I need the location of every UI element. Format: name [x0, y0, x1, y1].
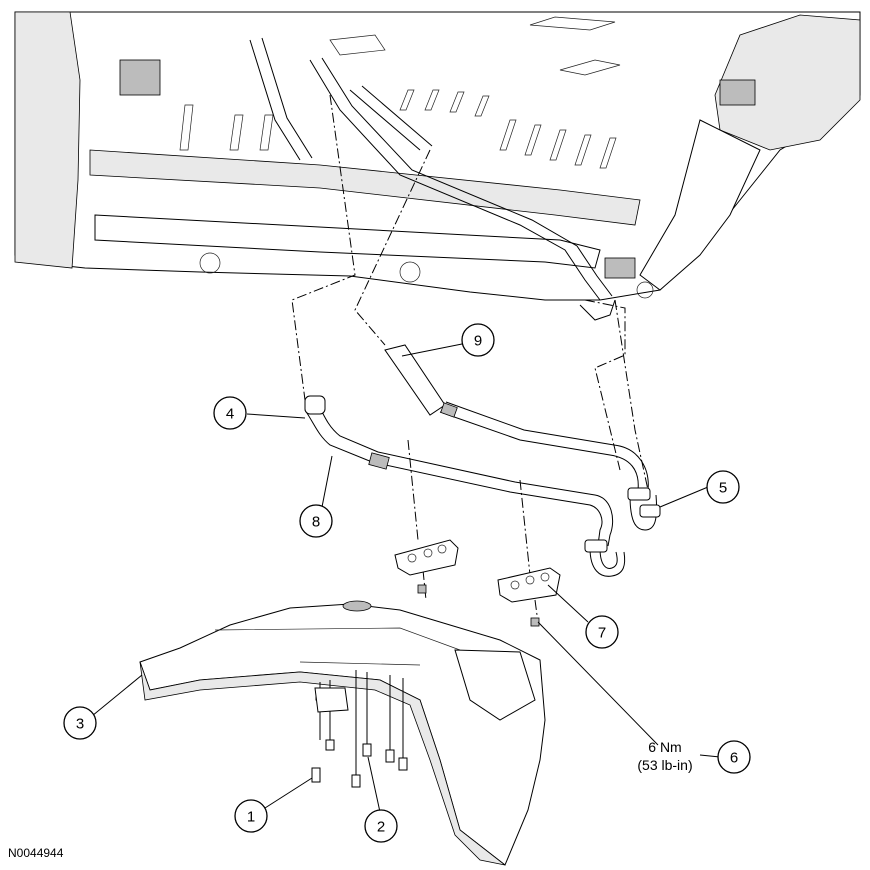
hose-bracket-left	[394, 539, 459, 594]
heater-hose-9	[384, 344, 661, 531]
vehicle-underbody	[14, 11, 861, 321]
callout-2: 2	[364, 809, 398, 843]
figure-id: N0044944	[8, 846, 64, 860]
heat-shield	[139, 600, 546, 866]
torque-spec-metric: 6 Nm	[648, 739, 681, 755]
callout-2-label: 2	[377, 819, 385, 836]
callout-8-label: 8	[312, 514, 320, 531]
callout-5: 5	[706, 470, 740, 504]
callout-7-label: 7	[598, 625, 606, 642]
callout-6: 6	[717, 740, 751, 774]
callout-6-label: 6	[730, 750, 738, 767]
torque-spec-imperial: (53 lb-in)	[637, 757, 692, 773]
hose-bracket-right	[497, 567, 561, 627]
callout-3-label: 3	[76, 716, 84, 733]
callout-3: 3	[63, 706, 97, 740]
callout-1: 1	[234, 799, 268, 833]
callout-4-label: 4	[226, 406, 234, 423]
callout-8: 8	[299, 504, 333, 538]
callout-leaders	[91, 343, 721, 813]
heater-hose-8	[304, 395, 626, 577]
callout-5-label: 5	[719, 480, 727, 497]
callout-9-label: 9	[474, 333, 482, 350]
fasteners	[311, 670, 408, 788]
torque-spec: 6 Nm (53 lb-in)	[637, 739, 692, 773]
assembly-dashed-lines	[291, 94, 649, 616]
callout-9: 9	[461, 323, 495, 357]
callout-1-label: 1	[247, 809, 255, 826]
callout-7: 7	[585, 615, 619, 649]
callout-4: 4	[213, 396, 247, 430]
